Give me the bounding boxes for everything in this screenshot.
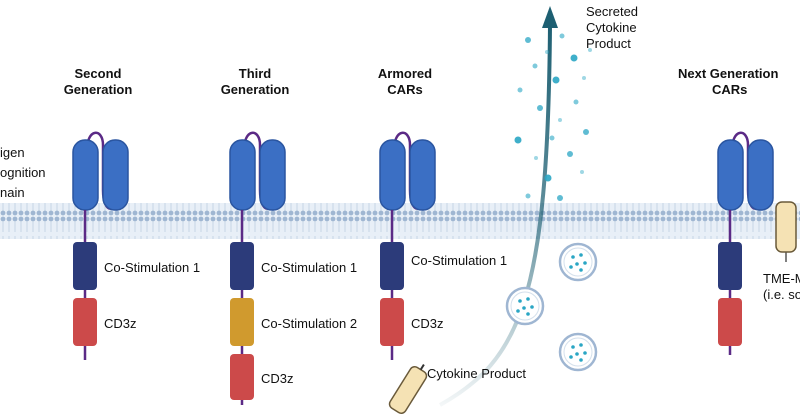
car-next-generation xyxy=(717,131,797,355)
cytokine-dot xyxy=(532,63,538,69)
vesicle xyxy=(505,286,545,326)
cytokine-dot xyxy=(549,135,555,141)
cytokine-dot xyxy=(559,33,565,39)
car-second-generation xyxy=(72,131,129,360)
label-cytokine-product: Cytokine Product xyxy=(427,366,526,381)
cytokine-dot xyxy=(570,54,578,62)
cytokine-dot xyxy=(534,156,538,160)
vesicle xyxy=(558,242,598,282)
cytokine-dot xyxy=(517,87,523,93)
label-cd3z: CD3z xyxy=(261,371,294,386)
label-co-stimulation-1: Co-Stimulation 1 xyxy=(104,260,201,275)
cytokine-dot xyxy=(557,195,563,201)
cytokine-dot xyxy=(537,105,543,111)
cytokine-dot xyxy=(525,193,531,199)
cytokine-dot xyxy=(545,50,549,54)
vesicle xyxy=(558,332,598,372)
cytokine-dot xyxy=(580,170,584,174)
label-co-stimulation-2: Co-Stimulation 2 xyxy=(261,316,358,331)
label-cd3z: CD3z xyxy=(104,316,137,331)
cytokine-dots xyxy=(514,33,592,201)
label-co-stimulation-1: Co-Stimulation 1 xyxy=(261,260,358,275)
cytokine-product-cylinder xyxy=(388,364,428,414)
cytokine-dot xyxy=(514,136,522,144)
cytokine-dot xyxy=(552,76,560,84)
cytokine-dot xyxy=(582,76,586,80)
cytokine-dot xyxy=(544,174,552,182)
label-cd3z: CD3z xyxy=(411,316,444,331)
cytokine-dot xyxy=(583,129,589,135)
cytokine-dot xyxy=(525,37,531,43)
car-armored xyxy=(379,131,436,360)
cytokine-dot xyxy=(588,48,592,52)
cytokine-dot xyxy=(573,99,579,105)
cytokine-dot xyxy=(567,151,573,157)
cell-membrane xyxy=(0,203,800,239)
label-tme-modulator: TME-M(i.e. so xyxy=(763,271,800,302)
label-co-stimulation-1: Co-Stimulation 1 xyxy=(411,253,508,268)
car-third-generation xyxy=(229,131,286,405)
cytokine-dot xyxy=(558,118,562,122)
